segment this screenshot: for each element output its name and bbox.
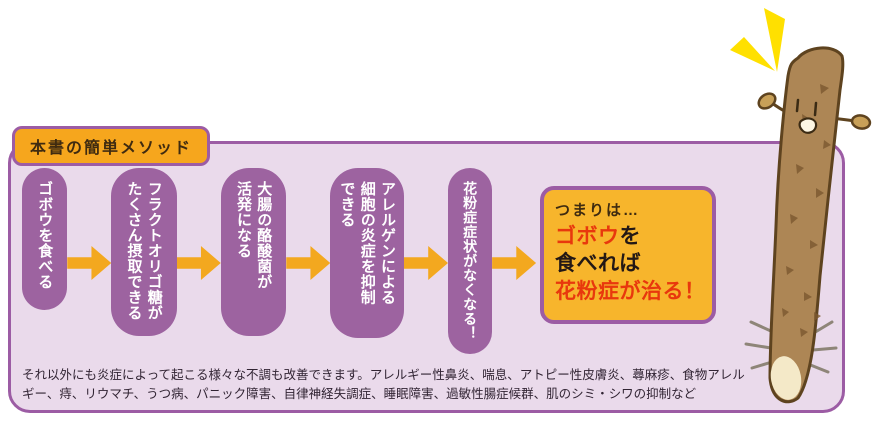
burdock-root bbox=[768, 46, 845, 404]
conclusion-line-1: ゴボウを bbox=[555, 223, 704, 250]
flow-arrow-icon bbox=[176, 246, 221, 280]
flow-arrow-icon bbox=[492, 246, 537, 280]
flow-step-hayfever-gone: 花粉症症状がなくなる！ bbox=[448, 168, 493, 354]
flow-step-eat-gobo: ゴボウを食べる bbox=[22, 168, 68, 310]
conclusion-line-3: 花粉症が治る！ bbox=[555, 279, 706, 303]
conclusion-box: つまりは… ゴボウを 食べれば 花粉症が治る！ bbox=[540, 186, 716, 324]
burdock-character-illustration bbox=[730, 8, 872, 404]
flow-step-text: 大腸の酪酸菌が bbox=[255, 181, 273, 290]
flow-step-text: フラクトオリゴ糖が bbox=[145, 181, 163, 321]
conclusion-intro: つまりは… bbox=[555, 202, 641, 219]
panel-title-label: 本書の簡単メソッド bbox=[30, 140, 193, 157]
flow-arrow-icon bbox=[404, 246, 448, 280]
flow-step-fructo-oligo: フラクトオリゴ糖が たくさん摂取できる bbox=[111, 168, 177, 336]
flow-diagram: ゴボウを食べる フラクトオリゴ糖が たくさん摂取できる 大腸の酪酸菌が 活発にな… bbox=[22, 168, 537, 354]
conclusion-line-1-dark: を bbox=[619, 225, 641, 248]
flow-step-text: 細胞の炎症を抑制 bbox=[358, 181, 376, 305]
burdock-hands bbox=[757, 92, 872, 130]
burdock-face bbox=[795, 98, 818, 134]
flow-step-butyric-bacteria: 大腸の酪酸菌が 活発になる bbox=[220, 168, 287, 336]
footnote-text: それ以外にも炎症によって起こる様々な不調も改善できます。アレルギー性鼻炎、喘息、… bbox=[22, 366, 762, 404]
conclusion-line-1-red: ゴボウ bbox=[555, 225, 620, 248]
flow-arrow-icon bbox=[286, 246, 331, 280]
flow-arrow-icon bbox=[67, 246, 112, 280]
flow-step-text: 活発になる bbox=[235, 181, 252, 259]
flow-step-text: たくさん摂取できる bbox=[125, 181, 143, 321]
flow-step-suppress-inflammation: アレルゲンによる 細胞の炎症を抑制 できる bbox=[330, 168, 404, 338]
flow-step-text: 花粉症症状がなくなる！ bbox=[462, 181, 479, 341]
emphasis-sparkle-icon bbox=[730, 8, 785, 72]
panel-title: 本書の簡単メソッド bbox=[12, 126, 211, 166]
flow-step-text: ゴボウを食べる bbox=[36, 181, 54, 290]
conclusion-line-2: 食べれば bbox=[555, 252, 641, 276]
footnote-line-2: ギー、痔、リウマチ、うつ病、パニック障害、自律神経失調症、睡眠障害、過敏性腸症候… bbox=[22, 386, 697, 401]
flow-step-text: アレルゲンによる bbox=[379, 181, 396, 305]
footnote-line-1: それ以外にも炎症によって起こる様々な不調も改善できます。アレルギー性鼻炎、喘息、… bbox=[22, 368, 745, 382]
flow-step-text: できる bbox=[338, 181, 356, 228]
root-texture-speckles bbox=[782, 84, 831, 337]
